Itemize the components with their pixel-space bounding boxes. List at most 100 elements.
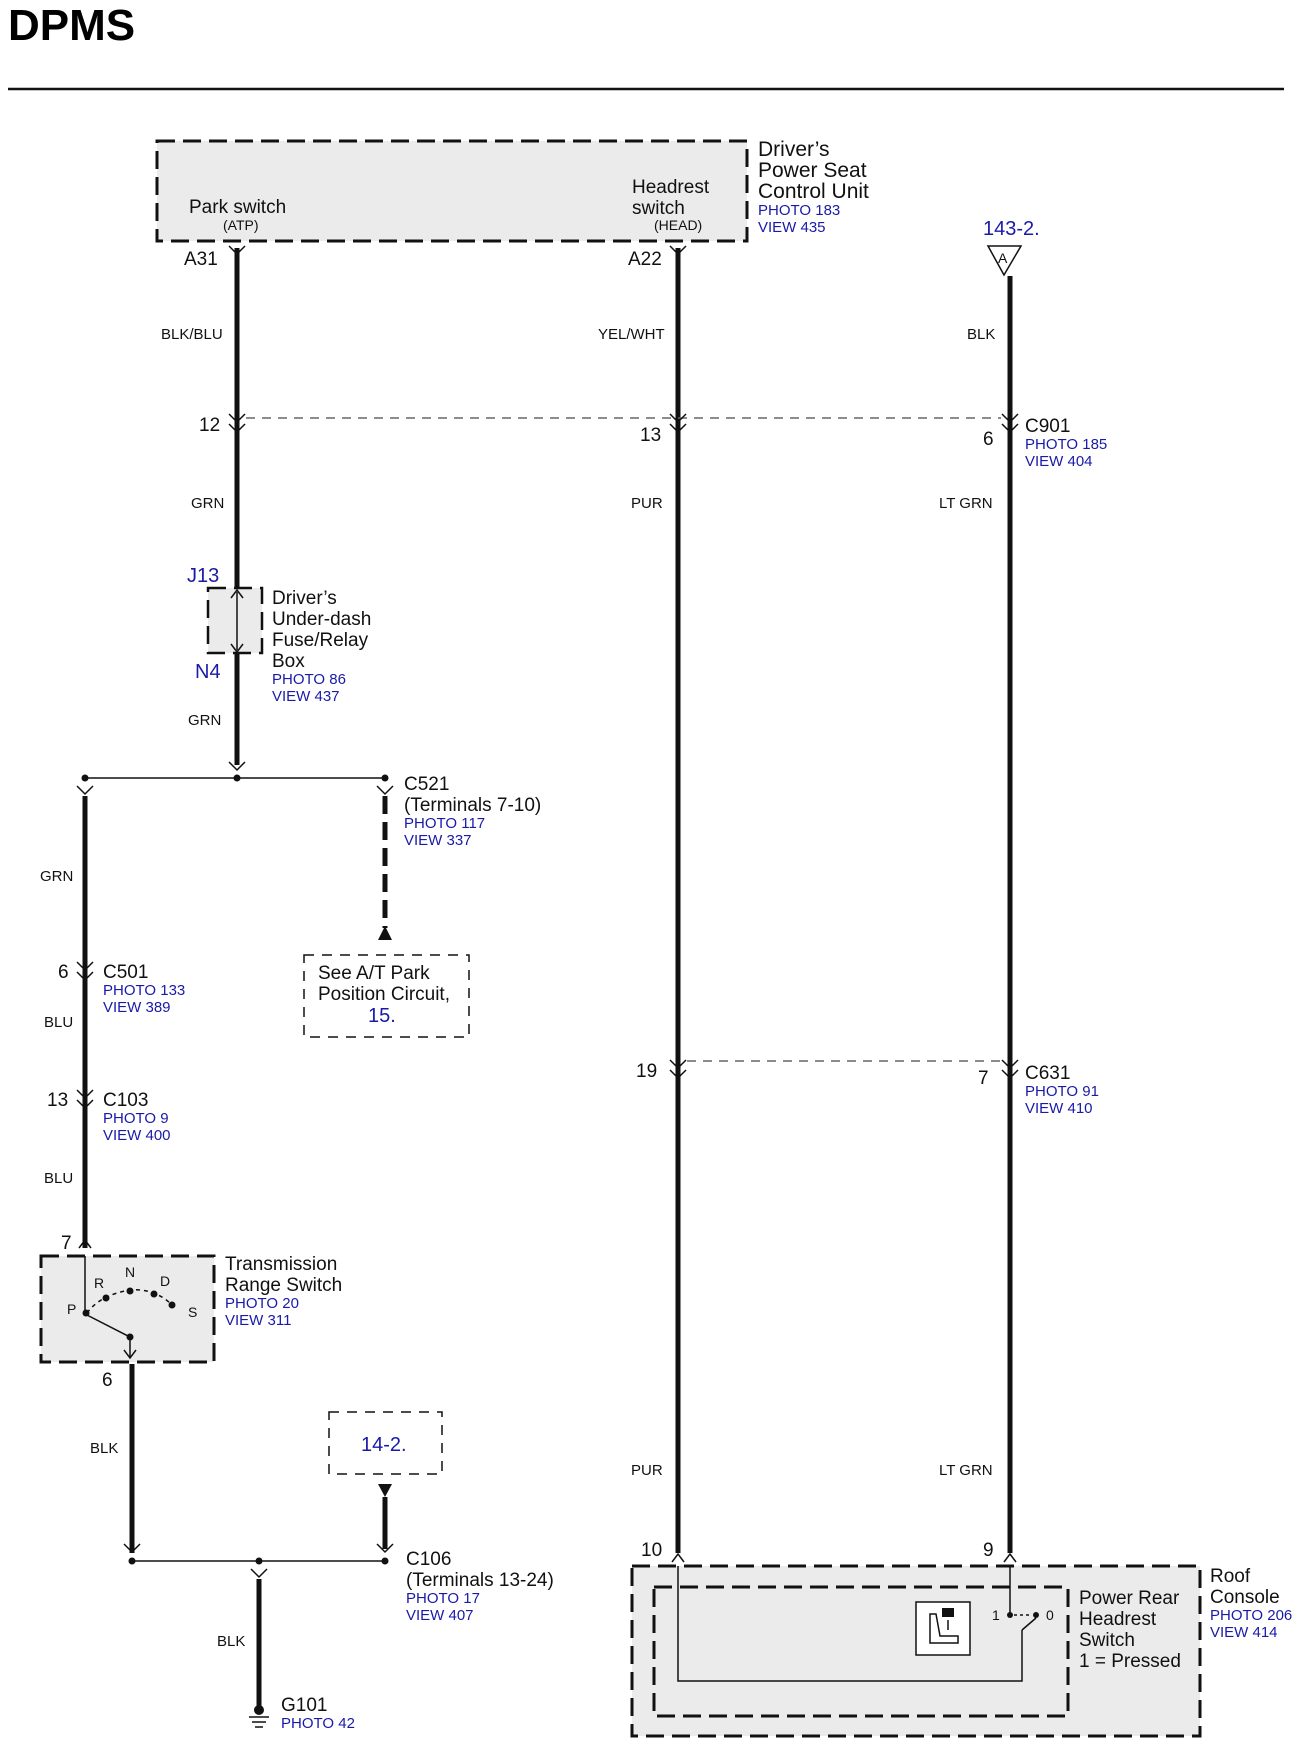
c106-view: VIEW 407 [406,1607,474,1624]
g101-name: G101 [281,1695,327,1716]
trs-view: VIEW 311 [225,1312,291,1329]
g101-photo: PHOTO 42 [281,1715,355,1732]
trs-pin-7: 7 [61,1233,72,1254]
trs-pos-p: P [67,1301,76,1317]
fuse-box-photo: PHOTO 86 [272,671,346,688]
c631-pin-7: 7 [978,1068,989,1089]
c901-pin-13-connector [669,413,687,434]
seat-unit-view: VIEW 435 [758,219,826,236]
trs-pin-7-chevron [78,1238,92,1249]
c901-view: VIEW 404 [1025,453,1093,470]
c501-pin-6: 6 [58,962,69,983]
headrest-switch-label-2: switch [632,198,685,219]
c106-name: C106 [406,1549,451,1570]
trs-pos-n: N [125,1264,135,1280]
park-switch-sub: (ATP) [223,217,259,233]
trs-box [39,1254,216,1364]
trs-contact-n [126,1287,134,1295]
c521-photo: PHOTO 117 [404,815,485,832]
at-park-line-1: See A/T Park [318,963,430,984]
headrest-switch-label-1: Headrest [632,177,710,198]
splice-left-chevron [76,785,94,796]
fuse-box-arrows [230,588,244,654]
c106-dot-right [381,1557,389,1565]
ref-14-text: 14-2. [361,1434,407,1456]
fuse-box-view: VIEW 437 [272,688,340,705]
pin-a31-chevron [228,245,246,256]
offpage-letter: A [998,250,1008,266]
trs-contact-r [102,1294,110,1302]
c631-pin-19: 19 [636,1061,657,1082]
c103-name: C103 [103,1090,148,1111]
c103-pin-13: 13 [47,1090,68,1111]
c106-terminals: (Terminals 13-24) [406,1570,554,1591]
c501-view: VIEW 389 [103,999,171,1016]
rc-pin-9: 9 [983,1540,994,1561]
trs-pin-6: 6 [102,1370,113,1391]
seat-icon-shape [929,1613,959,1644]
trs-name-2: Range Switch [225,1275,342,1296]
c631-view: VIEW 410 [1025,1100,1093,1117]
park-switch-label: Park switch [189,197,286,218]
fuse-box-name-4: Box [272,651,305,672]
wire-label-grn-2: GRN [188,712,221,729]
c521-view: VIEW 337 [404,832,472,849]
c103-connector [76,1089,94,1110]
seat-icon-headrest [942,1608,954,1617]
c901-pin-12: 12 [199,415,220,436]
wire-label-ltgrn-2: LT GRN [939,1462,993,1479]
page-title: DPMS [8,1,135,50]
seat-unit-name-1: Driver’s [758,138,830,161]
headrest-switch-name-1: Power Rear [1079,1588,1180,1609]
trs-photo: PHOTO 20 [225,1295,299,1312]
c501-photo: PHOTO 133 [103,982,185,999]
c901-pin-12-connector [228,413,246,434]
splice-dot-center [233,774,241,782]
c631-photo: PHOTO 91 [1025,1083,1099,1100]
wire-label-blk-top: BLK [967,326,995,343]
headrest-switch-name-2: Headrest [1079,1609,1157,1630]
c521-name: C521 [404,774,449,795]
seat-unit-name-3: Control Unit [758,180,869,203]
trs-contact-p [82,1309,90,1317]
c106-out-chevron [250,1568,268,1579]
c631-name: C631 [1025,1063,1070,1084]
c901-pin-6: 6 [983,429,994,450]
wire-label-blk-blu: BLK/BLU [161,326,223,343]
c521-arrow [378,926,392,940]
c106-photo: PHOTO 17 [406,1590,480,1607]
seat-unit-photo: PHOTO 183 [758,202,840,219]
rc-pin-10: 10 [641,1540,662,1561]
trs-pos-r: R [94,1275,104,1291]
seat-control-unit-box [155,139,749,243]
splice-dot-left [81,774,89,782]
wire-label-ltgrn-1: LT GRN [939,495,993,512]
c521-terminals: (Terminals 7-10) [404,795,541,816]
c501-connector [76,961,94,982]
splice-dot-right [381,774,389,782]
c103-view: VIEW 400 [103,1127,171,1144]
c106-dot-center [255,1557,263,1565]
at-park-ref: 15. [368,1005,396,1027]
roof-console-name-1: Roof [1210,1566,1251,1587]
fuse-pin-n4: N4 [195,661,221,683]
headrest-switch-arm [1021,1617,1037,1631]
wire-label-grn-3: GRN [40,868,73,885]
headrest-switch-contact-1 [1007,1612,1013,1618]
trs-name-1: Transmission [225,1254,337,1275]
headrest-switch-name-4: 1 = Pressed [1079,1651,1181,1672]
wire-label-blu-1: BLU [44,1014,73,1031]
wire-label-grn-1: GRN [191,495,224,512]
wire-label-blk-2: BLK [90,1440,118,1457]
c103-photo: PHOTO 9 [103,1110,169,1127]
fuse-box [206,586,264,655]
roof-console-photo: PHOTO 206 [1210,1607,1292,1624]
trs-pos-s: S [188,1304,197,1320]
rc-pin-9-chevron [1003,1552,1017,1563]
at-park-ref-box [303,954,470,1038]
offpage-ref-143: 143-2. [983,218,1040,240]
headrest-switch-contact-0 [1033,1612,1039,1618]
wire-label-pur-1: PUR [631,495,663,512]
ground-dot [254,1705,264,1715]
